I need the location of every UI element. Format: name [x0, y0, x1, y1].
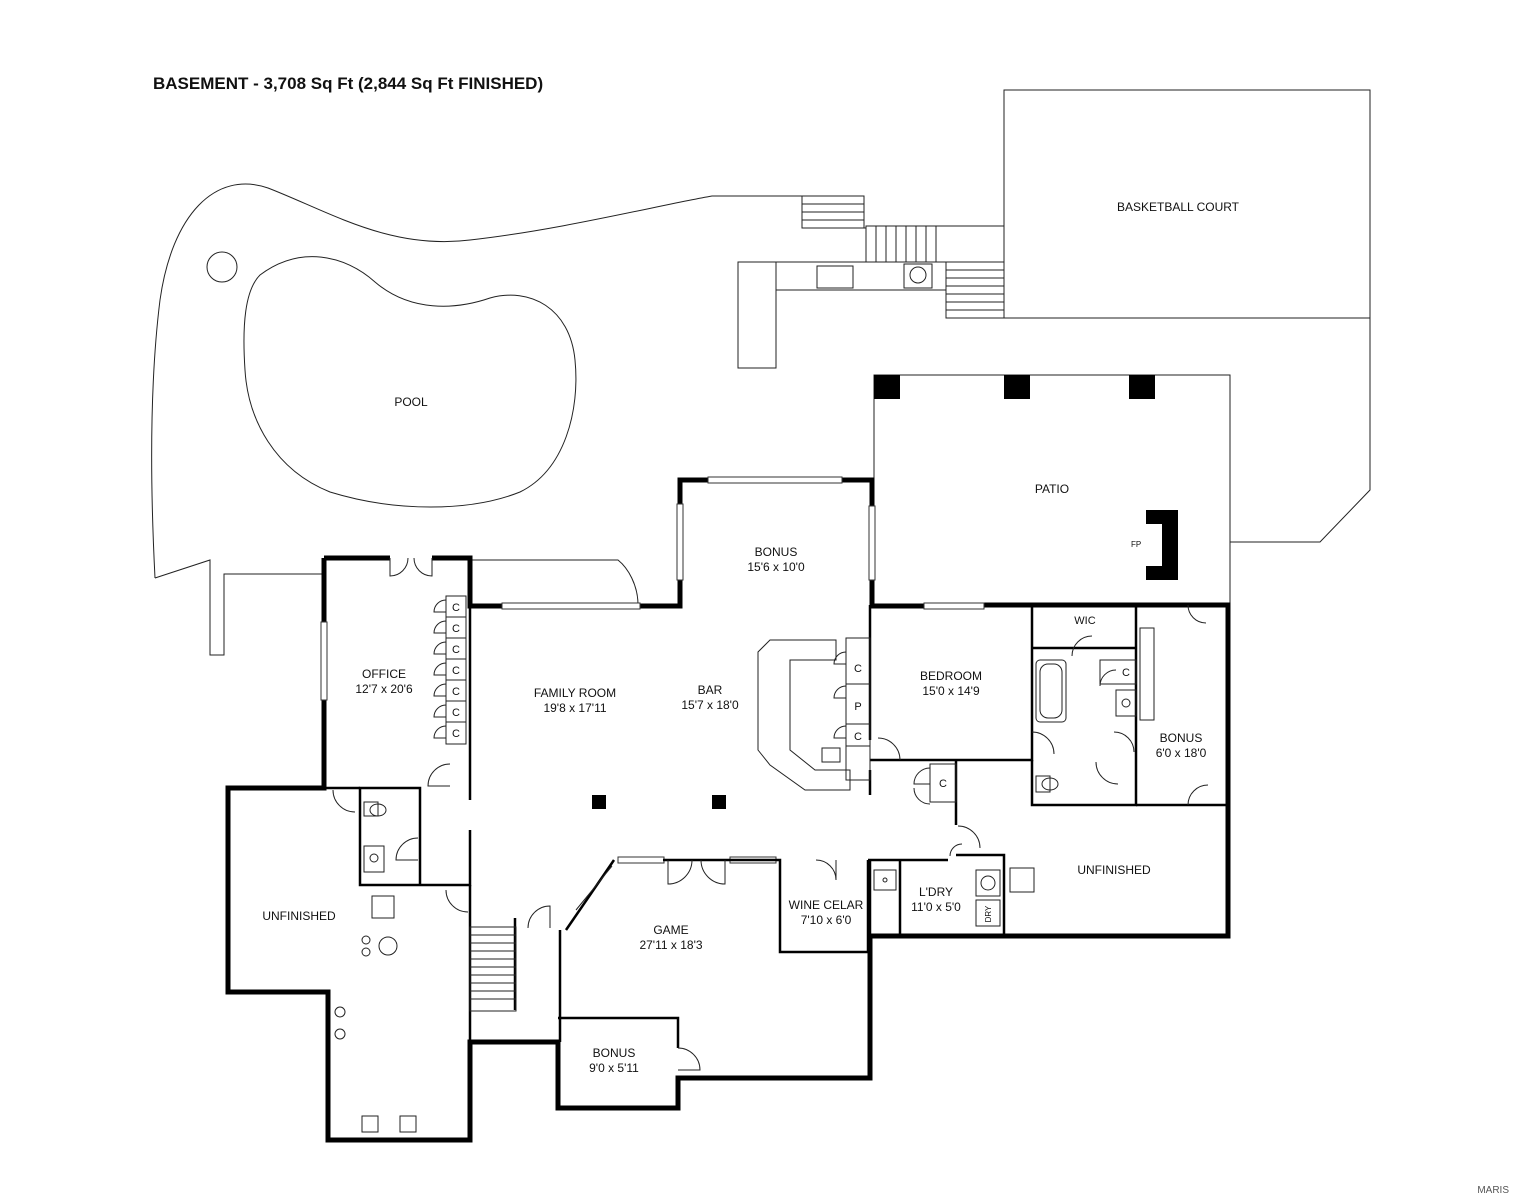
fireplace-label: FP [1131, 540, 1141, 549]
room-name: BEDROOM [920, 669, 982, 683]
window [676, 503, 684, 581]
patio-label: PATIO [1035, 482, 1069, 496]
room-dims: 7'10 x 6'0 [801, 913, 852, 927]
pool-shape [243, 256, 577, 508]
window [923, 602, 985, 610]
water-heater [1009, 867, 1035, 893]
room-dims: 6'0 x 18'0 [1156, 746, 1207, 760]
room-name: WIC [1074, 615, 1095, 627]
room-dims: 12'7 x 20'6 [355, 682, 413, 696]
room-dims: 15'0 x 14'9 [922, 684, 980, 698]
closet-label: C [854, 663, 862, 675]
room-dims: 11'0 x 5'0 [911, 900, 961, 914]
bar-counter [757, 639, 851, 791]
room-dims: 9'0 x 5'11 [589, 1061, 639, 1075]
basketball-label: BASKETBALL COURT [1117, 200, 1240, 214]
half-bath [363, 801, 419, 873]
fireplace [1146, 510, 1178, 580]
window [707, 476, 843, 484]
spa-circle [206, 251, 238, 283]
closet-label: C [452, 623, 460, 635]
mechanical-fixtures [334, 895, 417, 1133]
room-dims: 19'8 x 17'11 [543, 701, 606, 715]
room-name: UNFINISHED [1077, 863, 1151, 877]
window [320, 621, 328, 701]
bar-closets: C P C [833, 637, 871, 781]
bar-sink [821, 747, 841, 763]
outdoor-stairs [801, 195, 1005, 319]
closet-label: C [452, 728, 460, 740]
closet-label: C [452, 665, 460, 677]
window [617, 856, 665, 864]
pantry-label: P [854, 701, 861, 713]
patio-column [1129, 375, 1155, 399]
bath-closet [1099, 659, 1137, 685]
room-name: L'DRY [919, 885, 953, 899]
brand-watermark: MARIS [1477, 1185, 1509, 1196]
closet-label: C [452, 602, 460, 614]
room-name: BONUS [593, 1046, 636, 1060]
room-name: BONUS [755, 545, 798, 559]
column [712, 795, 726, 809]
room-dims: 15'7 x 18'0 [681, 698, 739, 712]
room-name: OFFICE [362, 667, 406, 681]
outdoor-kitchen [775, 261, 947, 291]
patio-column [1004, 375, 1030, 399]
room-name: UNFINISHED [262, 909, 336, 923]
room-dims: 15'6 x 10'0 [747, 560, 805, 574]
room-name: WINE CELAR [789, 898, 864, 912]
closet-label: C [1122, 667, 1130, 679]
room-name: BONUS [1160, 731, 1203, 745]
bath-fixtures [1035, 627, 1155, 793]
closet-label: C [452, 707, 460, 719]
closet-label: C [854, 731, 862, 743]
office-closets: C C C C C C C [433, 595, 467, 745]
svg-text:DRY: DRY [984, 905, 993, 922]
pool-deck-outline [151, 183, 867, 579]
laundry-fixtures: DRY [873, 869, 1001, 927]
closet-label: C [452, 644, 460, 656]
plan-title: BASEMENT - 3,708 Sq Ft (2,844 Sq Ft FINI… [153, 74, 544, 93]
room-name: FAMILY ROOM [534, 686, 616, 700]
closet-label: C [452, 686, 460, 698]
patio-column [874, 375, 900, 399]
pool-label: POOL [394, 395, 428, 409]
room-name: BAR [698, 683, 723, 697]
column [592, 795, 606, 809]
closet-label: C [939, 778, 947, 790]
window [868, 505, 876, 581]
room-dims: 27'11 x 18'3 [639, 938, 702, 952]
hall-closet [929, 763, 957, 803]
room-name: GAME [653, 923, 688, 937]
interior-stairs [469, 926, 517, 1012]
window [501, 602, 641, 610]
